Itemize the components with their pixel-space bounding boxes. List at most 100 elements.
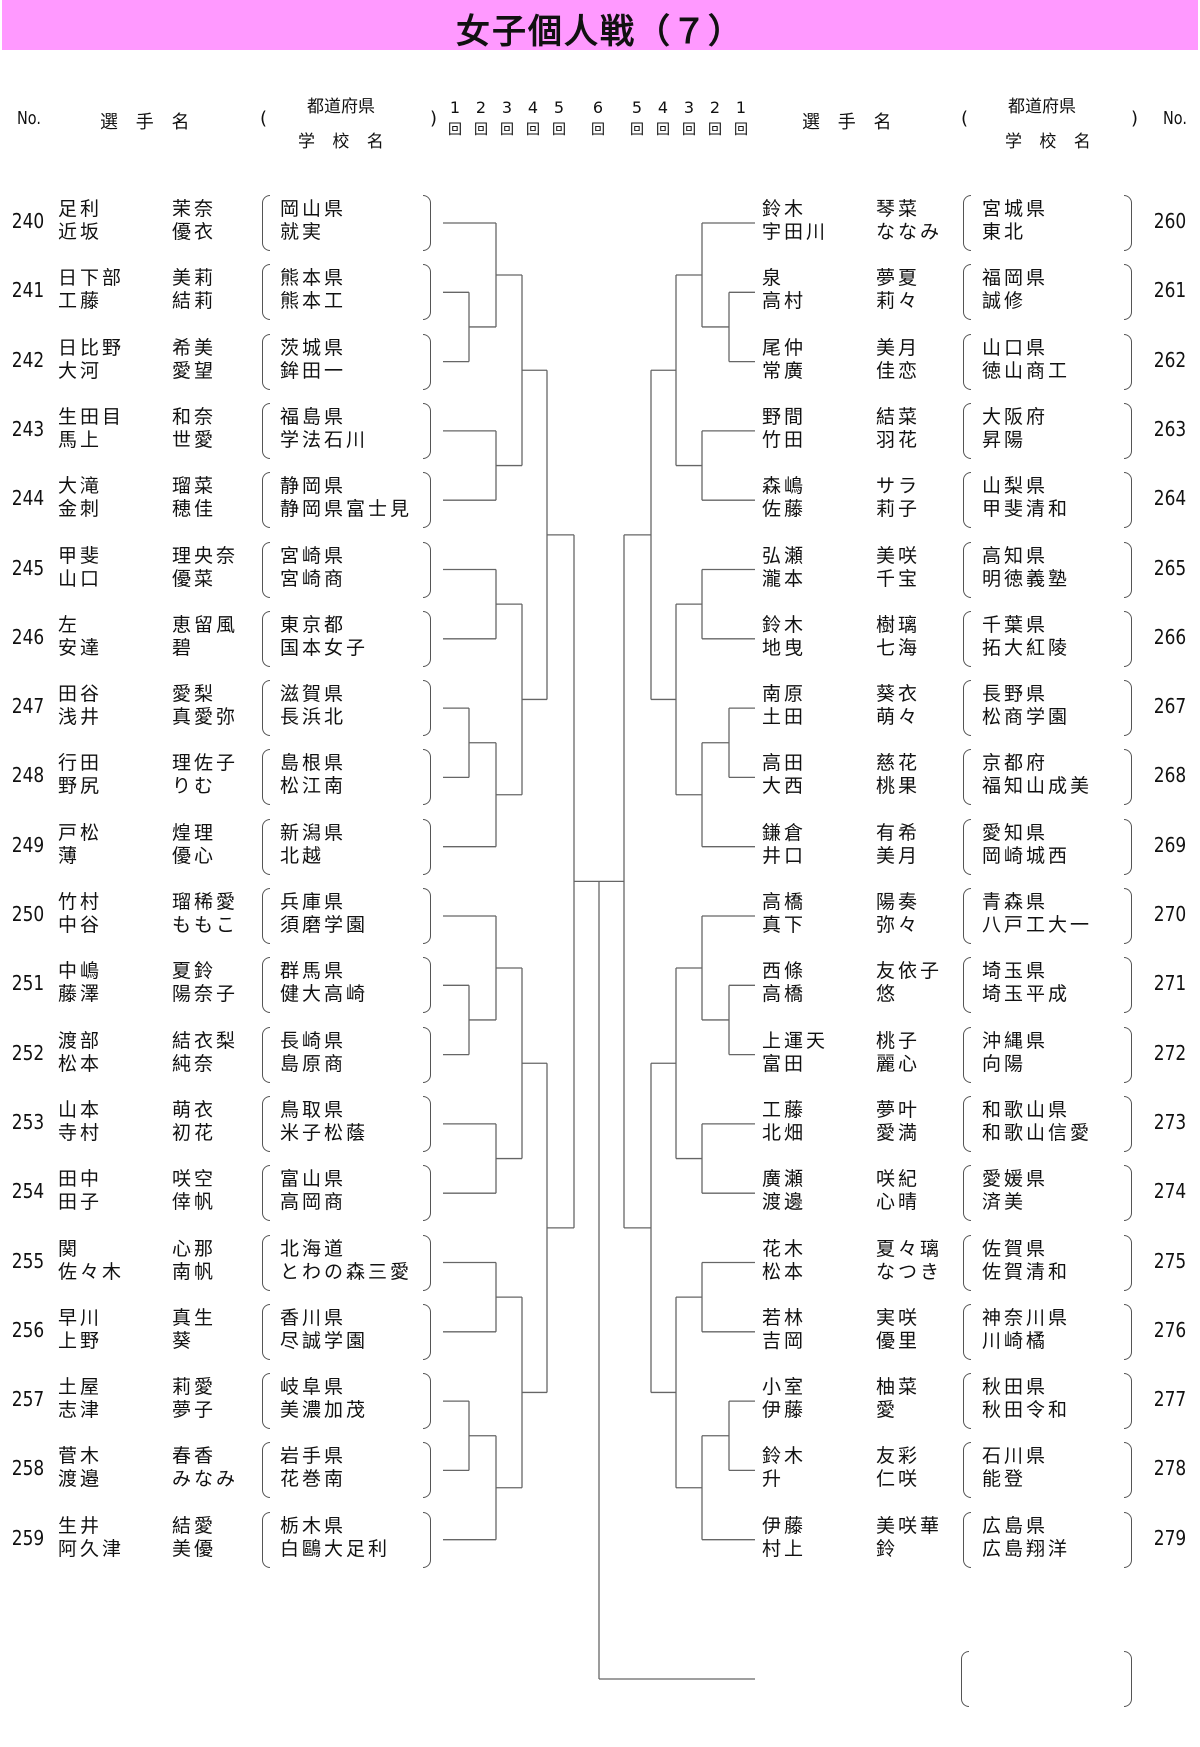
player-family-name: 真下	[762, 914, 807, 936]
player-family-name: 渡部	[58, 1029, 103, 1052]
entry-number: 252	[11, 1040, 45, 1065]
paren-open	[262, 1511, 270, 1568]
entry-number: 274	[1153, 1179, 1187, 1204]
player-given-name: みなみ	[172, 1468, 239, 1491]
player-given-name: 佳恋	[876, 359, 921, 382]
player-given-name: 心晴	[876, 1191, 921, 1214]
player-given-name: 理央奈	[172, 544, 239, 567]
entry-number: 257	[11, 1387, 45, 1412]
entry-number: 277	[1153, 1387, 1187, 1412]
player-given-name: 悠	[876, 983, 899, 1006]
player-given-name: 美月	[876, 336, 921, 359]
round-number: 1	[735, 98, 747, 117]
header-paren-close-left: )	[430, 108, 438, 129]
player-family-name: 工藤	[762, 1098, 807, 1121]
paren-open	[963, 1511, 971, 1568]
school-name: 国本女子	[280, 636, 369, 659]
player-family-name: 生井	[58, 1514, 103, 1537]
header-no-right: No.	[1162, 108, 1187, 129]
paren-open	[963, 749, 971, 806]
prefecture: 千葉県	[982, 613, 1049, 636]
entry-number: 266	[1153, 624, 1187, 649]
paren-open	[262, 610, 270, 667]
school-name: 川崎橘	[982, 1329, 1049, 1352]
prefecture: 熊本県	[280, 267, 347, 290]
entry-number: 253	[11, 1109, 45, 1134]
paren-open	[963, 402, 971, 459]
school-name: 島原商	[280, 1052, 347, 1075]
round-suffix: 回	[552, 122, 566, 138]
school-name: 明徳義塾	[982, 567, 1071, 590]
prefecture: 岩手県	[280, 1445, 347, 1468]
prefecture: 佐賀県	[982, 1237, 1049, 1260]
round-suffix: 回	[448, 122, 462, 138]
player-given-name: 美優	[172, 1537, 217, 1560]
entry-number: 264	[1153, 486, 1187, 511]
paren-open	[963, 195, 971, 251]
player-family-name: 早川	[58, 1306, 103, 1329]
school-name: 松江南	[280, 775, 347, 798]
player-family-name: 竹田	[762, 428, 807, 451]
paren-open	[262, 402, 270, 459]
entry-number: 245	[11, 555, 45, 580]
player-given-name: 煌理	[172, 821, 217, 844]
player-given-name: 愛梨	[172, 683, 217, 706]
school-name: 北越	[280, 844, 325, 867]
header-player-right: 選 手 名	[802, 112, 898, 133]
player-given-name: 理佐子	[172, 752, 239, 775]
paren-close	[1124, 1165, 1132, 1222]
school-name: 松商学園	[982, 706, 1071, 729]
entry-number: 267	[1153, 694, 1187, 719]
player-given-name: 麗心	[876, 1052, 921, 1075]
round-suffix: 回	[591, 122, 605, 138]
paren-open	[963, 1303, 971, 1360]
paren-close	[1124, 1442, 1132, 1499]
entry-number: 258	[11, 1456, 45, 1481]
prefecture: 富山県	[280, 1168, 347, 1191]
paren-close	[1124, 1095, 1132, 1152]
prefecture: 新潟県	[280, 821, 347, 844]
paren-open	[963, 888, 971, 944]
prefecture: 高知県	[982, 544, 1049, 567]
player-family-name: 日比野	[58, 336, 125, 359]
player-given-name: 愛満	[876, 1121, 921, 1144]
player-family-name: 田中	[58, 1168, 103, 1191]
player-given-name: 優心	[172, 844, 217, 867]
prefecture: 大阪府	[982, 405, 1049, 428]
prefecture: 茨城県	[280, 336, 347, 359]
player-family-name: 土屋	[58, 1376, 103, 1399]
prefecture: 青森県	[982, 891, 1049, 913]
school-name: 埼玉平成	[982, 983, 1071, 1006]
school-name: 長浜北	[280, 706, 347, 729]
entry-number: 279	[1153, 1525, 1187, 1550]
player-family-name: 足利	[58, 198, 103, 220]
player-given-name: 咲紀	[876, 1168, 921, 1191]
school-name: 花巻南	[280, 1468, 347, 1491]
entry-number: 243	[11, 416, 45, 441]
round-number: 4	[657, 98, 669, 117]
player-given-name: なつき	[876, 1260, 943, 1283]
player-given-name: 萌々	[876, 706, 921, 729]
entry-number: 275	[1153, 1248, 1187, 1273]
entry-number: 268	[1153, 763, 1187, 788]
player-given-name: 美咲華	[876, 1514, 943, 1537]
player-family-name: 上運天	[762, 1029, 829, 1052]
player-family-name: 野尻	[58, 775, 103, 798]
player-given-name: 琴菜	[876, 198, 921, 220]
player-family-name: 松本	[58, 1052, 103, 1075]
player-given-name: 桃子	[876, 1029, 921, 1052]
round-suffix: 回	[656, 122, 670, 138]
player-family-name: 日下部	[58, 267, 125, 290]
player-given-name: 倖帆	[172, 1191, 217, 1214]
player-given-name: 柚菜	[876, 1376, 921, 1399]
